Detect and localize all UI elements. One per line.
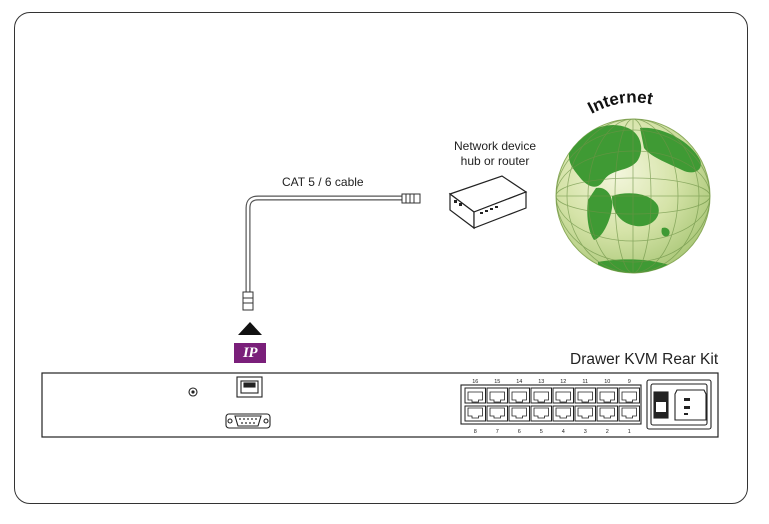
rj45-connector-kvm [242,291,254,311]
arrow-up-icon [238,322,262,335]
outer-frame [14,12,748,504]
kvm-rear-panel: 16 15 14 13 12 11 10 9 8 7 6 5 4 3 2 1 [41,372,719,438]
port-numbers-top: 16 15 14 13 12 11 10 9 [472,379,631,385]
rj45-connector-router [401,193,421,204]
vga-port [225,413,271,429]
network-device-label-line2: hub or router [460,154,530,168]
network-device-label: Network device hub or router [440,139,550,169]
port-number-top: 11 [582,379,588,385]
rj45-port-bottom [464,405,486,422]
network-device [448,175,528,230]
rj45-port-top [464,387,486,404]
port-number-top: 15 [494,379,500,385]
port-number-top: 16 [472,379,478,385]
port-number-bottom: 6 [518,429,521,435]
port-number-bottom: 3 [584,429,587,435]
rj45-port-bottom [574,405,596,422]
port-number-top: 9 [628,379,631,385]
rj45-port-top [530,387,552,404]
port-number-top: 13 [538,379,544,385]
rj45-port-bottom [486,405,508,422]
rj45-port-bottom [618,405,640,422]
port-number-top: 14 [516,379,522,385]
rj45-port-top [574,387,596,404]
port-number-bottom: 2 [606,429,609,435]
port-number-bottom: 5 [540,429,543,435]
port-number-top: 10 [604,379,610,385]
ip-badge: IP [234,343,266,363]
port-number-bottom: 7 [496,429,499,435]
rj45-port-top [552,387,574,404]
port-number-bottom: 8 [474,429,477,435]
port-number-bottom: 4 [562,429,565,435]
rj45-port-top [596,387,618,404]
network-device-label-line1: Network device [453,139,537,153]
power-module [646,379,712,430]
kit-title: Drawer KVM Rear Kit [570,351,719,368]
rj45-port-bottom [508,405,530,422]
power-socket [674,389,707,421]
port-number-top: 12 [560,379,566,385]
port-numbers-bottom: 8 7 6 5 4 3 2 1 [474,429,631,435]
lan-port [236,376,263,398]
cable-label: CAT 5 / 6 cable [282,175,364,189]
internet-label: Internet [585,87,655,117]
port-grid [464,387,640,422]
rj45-port-top [618,387,640,404]
internet-globe [555,118,711,274]
rj45-port-bottom [552,405,574,422]
cat-cable [242,193,421,311]
port-number-bottom: 1 [628,429,631,435]
rj45-port-top [508,387,530,404]
rj45-port-top [486,387,508,404]
rj45-port-bottom [596,405,618,422]
rj45-port-bottom [530,405,552,422]
